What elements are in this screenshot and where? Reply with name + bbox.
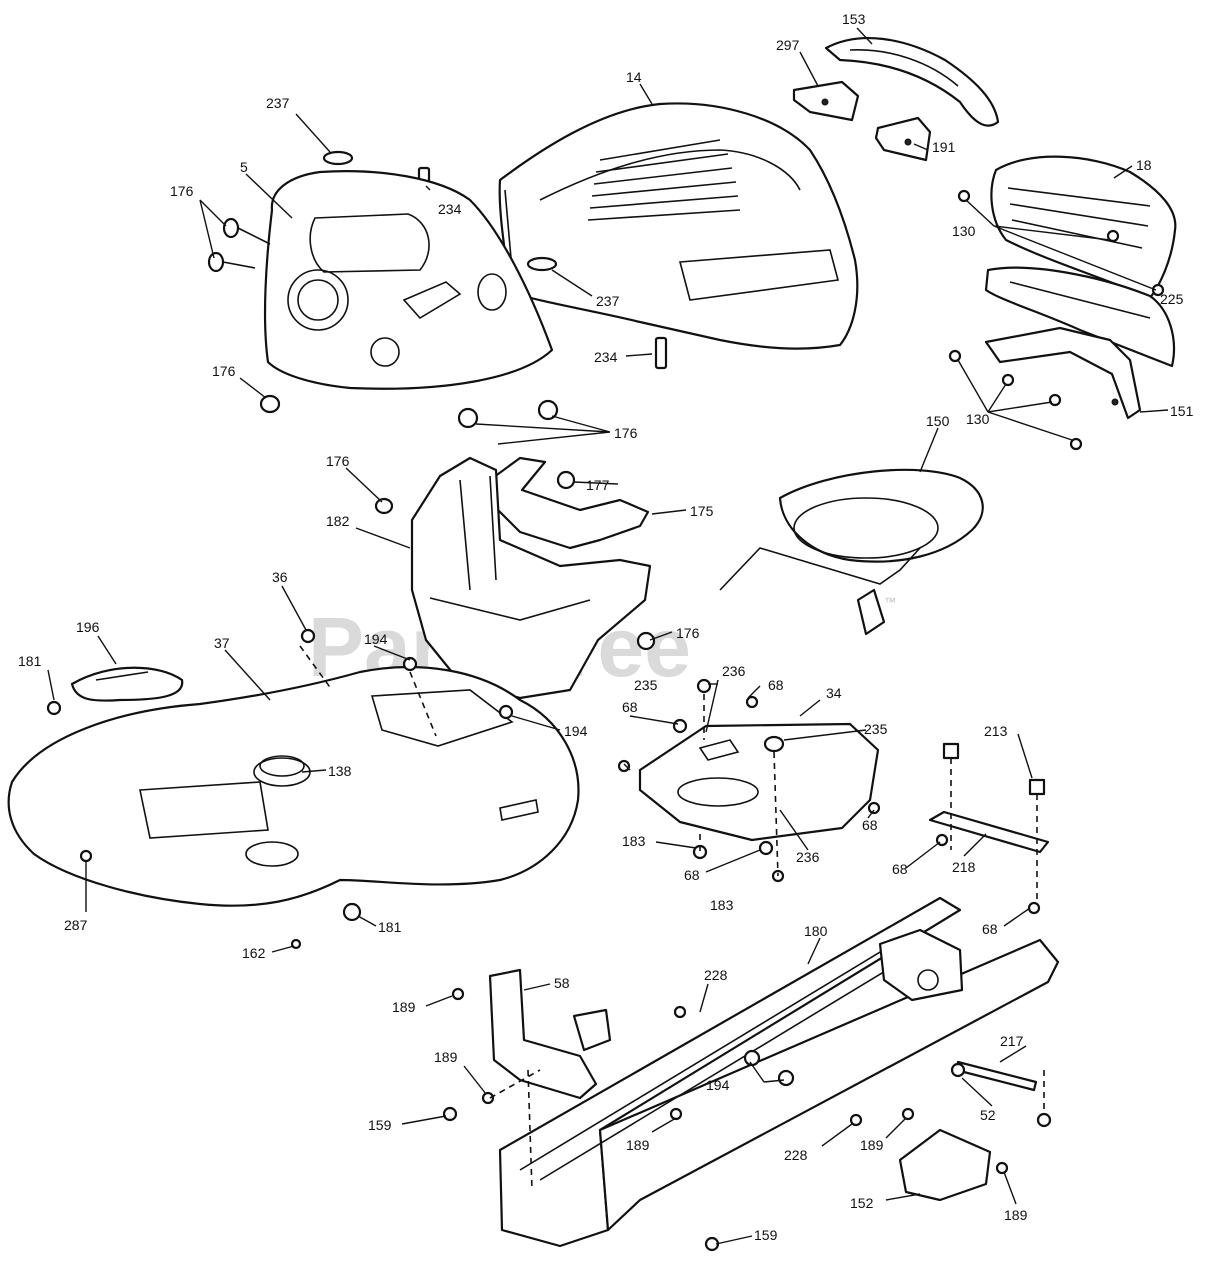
callout-228: 228	[704, 967, 728, 983]
callout-34: 34	[826, 685, 842, 701]
callout-150: 150	[926, 413, 950, 429]
callout-68: 68	[768, 677, 784, 693]
callout-68-d: 68	[684, 867, 700, 883]
callout-182: 182	[326, 513, 350, 529]
callout-181-b: 181	[378, 919, 402, 935]
callout-217: 217	[1000, 1033, 1024, 1049]
callout-37: 37	[214, 635, 230, 651]
callout-218: 218	[952, 859, 976, 875]
part-191-lamp	[874, 116, 932, 162]
callout-52: 52	[980, 1107, 996, 1123]
part-14-hood	[498, 102, 859, 350]
callout-213: 213	[984, 723, 1008, 739]
callout-177: 177	[586, 477, 610, 493]
callout-194-b: 194	[564, 723, 588, 739]
callout-235-b: 235	[864, 721, 888, 737]
callout-189-b: 189	[434, 1049, 458, 1065]
callout-68-c: 68	[862, 817, 878, 833]
callout-68-f: 68	[982, 921, 998, 937]
callout-228-b: 228	[784, 1147, 808, 1163]
callout-151: 151	[1170, 403, 1194, 419]
callout-235: 235	[634, 677, 658, 693]
fastener-176-group	[207, 217, 656, 651]
part-180-frame	[498, 896, 1060, 1248]
part-217-rod	[950, 1060, 1052, 1128]
callout-191: 191	[932, 139, 956, 155]
part-297-lamp	[792, 80, 860, 122]
callout-194-c: 194	[706, 1077, 730, 1093]
callout-189: 189	[392, 999, 416, 1015]
callout-130: 130	[952, 223, 976, 239]
part-152-plate	[898, 1128, 992, 1202]
callout-236: 236	[722, 663, 746, 679]
part-234-clip	[654, 336, 668, 370]
callout-152: 152	[850, 1195, 874, 1211]
part-58-bracket	[488, 968, 612, 1100]
part-175-bracket	[488, 456, 650, 550]
callout-68-b: 68	[622, 699, 638, 715]
callout-189-e: 189	[1004, 1207, 1028, 1223]
watermark-trademark: ™	[884, 595, 896, 609]
part-153-trim-strip	[824, 37, 1000, 127]
callout-14: 14	[626, 69, 642, 85]
callout-labels: 153 297 14 237 191 18 5 176 234 130 225 …	[18, 11, 1194, 1243]
part-18-grille	[990, 155, 1177, 300]
callout-237-b: 237	[596, 293, 620, 309]
callout-180: 180	[804, 923, 828, 939]
callout-159: 159	[368, 1117, 392, 1133]
part-225-bumper	[984, 266, 1176, 368]
callout-153: 153	[842, 11, 866, 27]
callout-176: 176	[170, 183, 194, 199]
callout-68-e: 68	[892, 861, 908, 877]
callout-162: 162	[242, 945, 266, 961]
misc-fasteners	[46, 628, 1041, 1252]
callout-176-e: 176	[676, 625, 700, 641]
callout-234: 234	[438, 201, 462, 217]
leader-lines	[47, 27, 1169, 1245]
callout-138: 138	[328, 763, 352, 779]
callout-189-d: 189	[860, 1137, 884, 1153]
callout-287: 287	[64, 917, 88, 933]
callout-176-d: 176	[326, 453, 350, 469]
callout-5: 5	[240, 159, 248, 175]
callout-189-c: 189	[626, 1137, 650, 1153]
part-237-plug-upper	[322, 150, 354, 166]
callout-183-b: 183	[710, 897, 734, 913]
callout-236-b: 236	[796, 849, 820, 865]
part-151-bracket	[984, 326, 1142, 420]
callout-234-b: 234	[594, 349, 618, 365]
callout-237: 237	[266, 95, 290, 111]
part-5-dash-panel	[263, 170, 554, 390]
callout-196: 196	[76, 619, 100, 635]
callout-176-c: 176	[614, 425, 638, 441]
part-237-plug	[526, 256, 558, 272]
callout-18: 18	[1136, 157, 1152, 173]
callout-176-b: 176	[212, 363, 236, 379]
callout-175: 175	[690, 503, 714, 519]
callout-225: 225	[1160, 291, 1184, 307]
part-182-console	[410, 456, 652, 700]
callout-130-b: 130	[966, 411, 990, 427]
callout-159-b: 159	[754, 1227, 778, 1243]
callout-181: 181	[18, 653, 42, 669]
callout-183: 183	[622, 833, 646, 849]
callout-36: 36	[272, 569, 288, 585]
callout-58: 58	[554, 975, 570, 991]
part-34-plate	[638, 722, 880, 842]
fastener-130-group	[948, 189, 1165, 451]
callout-297: 297	[776, 37, 800, 53]
part-218-bracket	[928, 742, 1050, 900]
callout-194: 194	[364, 631, 388, 647]
part-150-shroud	[719, 468, 984, 636]
part-37-footpan	[7, 665, 580, 907]
